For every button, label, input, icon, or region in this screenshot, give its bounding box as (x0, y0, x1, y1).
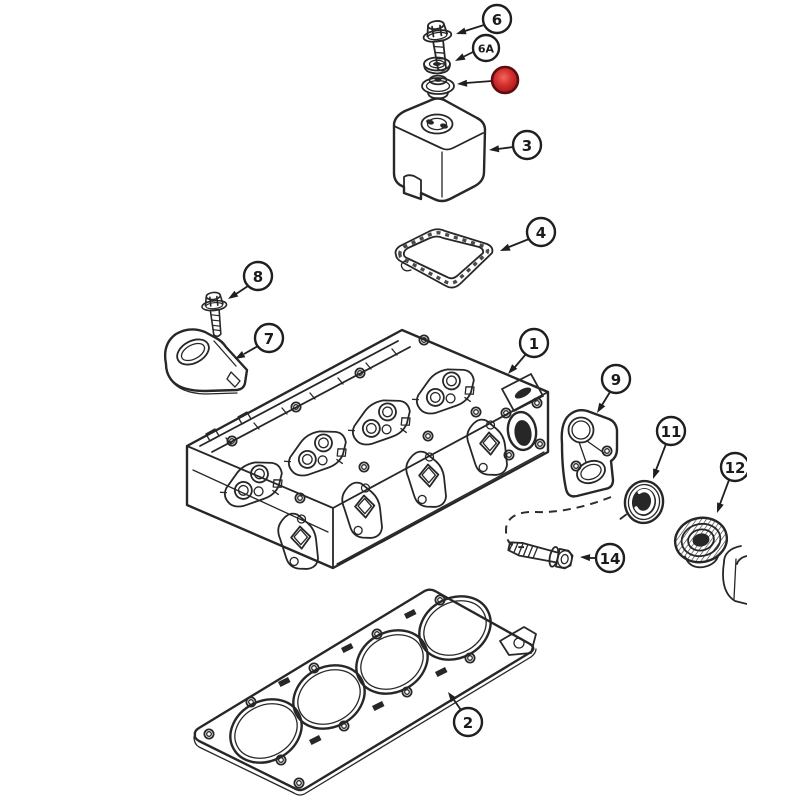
part-partial-housing-cutoff (722, 545, 747, 605)
callout-label: 6A (478, 43, 495, 56)
highlight-circle[interactable] (490, 65, 520, 95)
part-valve-cover-gasket (394, 228, 494, 289)
highlight-marker[interactable] (457, 65, 520, 95)
callout-12[interactable]: 12 (717, 451, 749, 513)
callout-label: 9 (611, 371, 621, 389)
callout-label: 11 (661, 423, 682, 441)
part-valve-cover (392, 97, 487, 203)
callout-1[interactable]: 1 (508, 327, 550, 374)
callout-6[interactable]: 6 (456, 3, 513, 35)
part-grommet-seal (421, 74, 455, 100)
callout-label: 7 (264, 330, 274, 348)
part-cylinder-head (185, 328, 550, 575)
part-housing-bolt (507, 541, 574, 570)
callout-label: 1 (529, 335, 539, 353)
callout-8[interactable]: 8 (228, 260, 274, 299)
part-bracket-bolt (199, 290, 231, 339)
callout-9[interactable]: 9 (597, 363, 632, 413)
part-seal-ring (619, 479, 665, 525)
callout-6A[interactable]: 6A (455, 33, 501, 63)
dashed-reference-line (504, 496, 612, 549)
callout-4[interactable]: 4 (500, 216, 557, 251)
callout-label: 12 (725, 459, 746, 477)
callout-label: 6 (492, 11, 502, 29)
callout-label: 3 (522, 137, 532, 155)
callout-14[interactable]: 14 (580, 542, 626, 574)
part-thermostat (673, 516, 729, 569)
part-washer (423, 56, 451, 75)
callout-3[interactable]: 3 (489, 129, 543, 161)
part-thermostat-housing-plate (560, 409, 619, 498)
callout-label: 4 (536, 224, 546, 242)
callout-2[interactable]: 2 (448, 692, 484, 738)
part-head-gasket (193, 582, 537, 796)
callout-11[interactable]: 11 (653, 415, 687, 479)
callout-7[interactable]: 7 (235, 322, 285, 359)
callout-label: 2 (463, 714, 473, 732)
callout-label: 14 (600, 550, 621, 568)
callout-label: 8 (253, 268, 263, 286)
part-lifting-bracket (163, 328, 249, 395)
